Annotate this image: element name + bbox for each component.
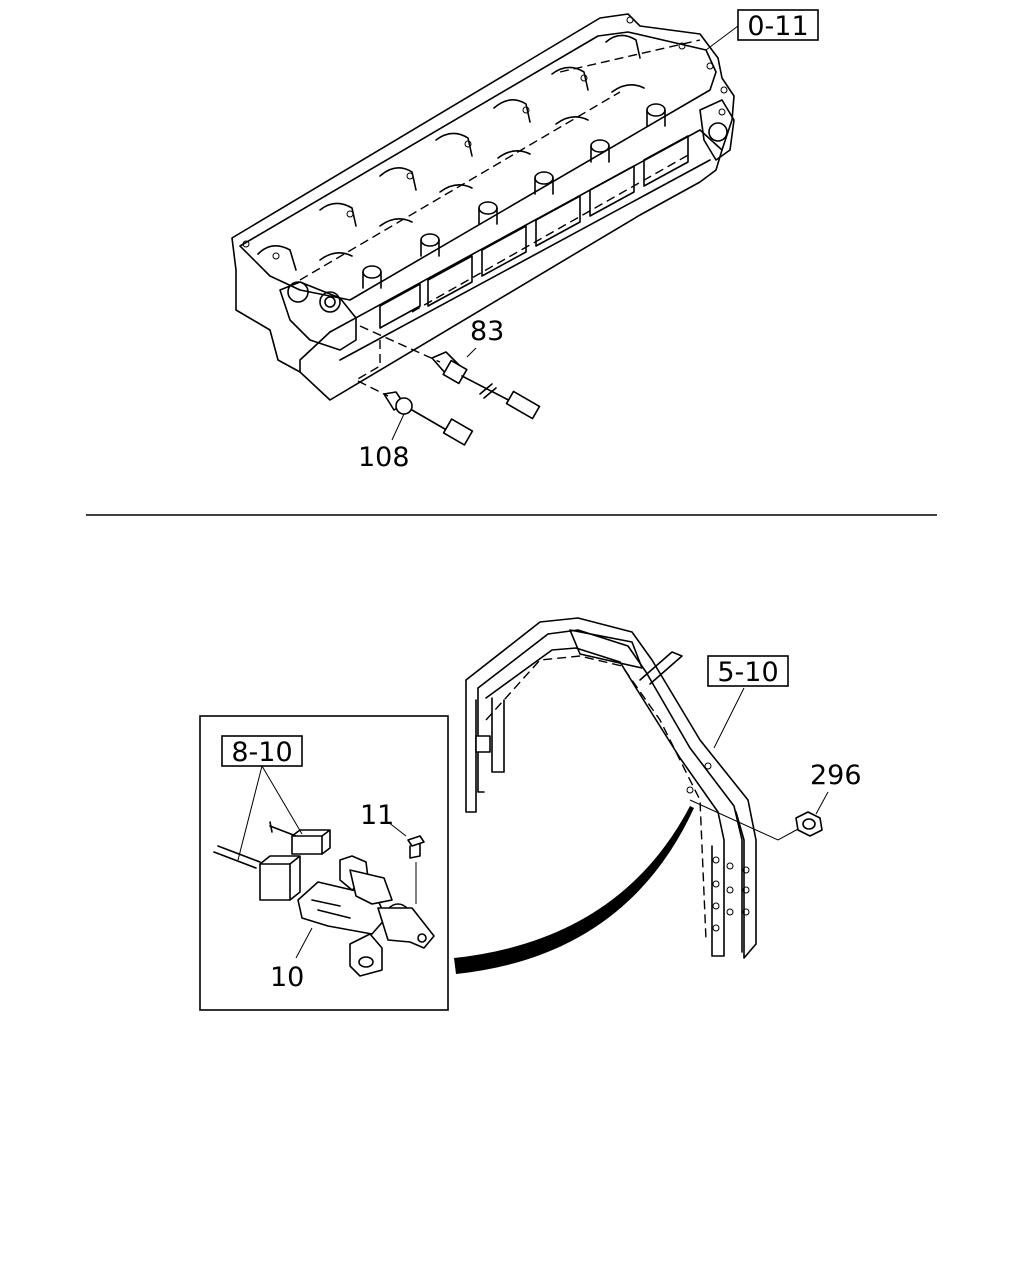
ref-box-frame: 5-10 [707,655,789,688]
ref-label-harness: 8-10 [231,737,292,768]
detail-inset: 8-10 [199,715,449,1011]
nut-296-drawing [795,791,829,837]
ref-label-frame: 5-10 [717,657,778,688]
part-label-108: 108 [358,442,410,473]
cylinder-head-drawing [231,13,739,401]
ref-box-head: 0-11 [737,9,819,42]
ref-label-head: 0-11 [747,11,808,42]
frame-drawing [465,617,801,959]
sensor-108-drawing [354,340,474,446]
part-label-296: 296 [810,760,862,791]
harness-band [454,806,694,974]
part-label-83: 83 [470,316,504,347]
part-label-10: 10 [270,962,304,993]
part-label-11: 11 [360,800,394,831]
sensor-83-drawing [359,325,541,420]
